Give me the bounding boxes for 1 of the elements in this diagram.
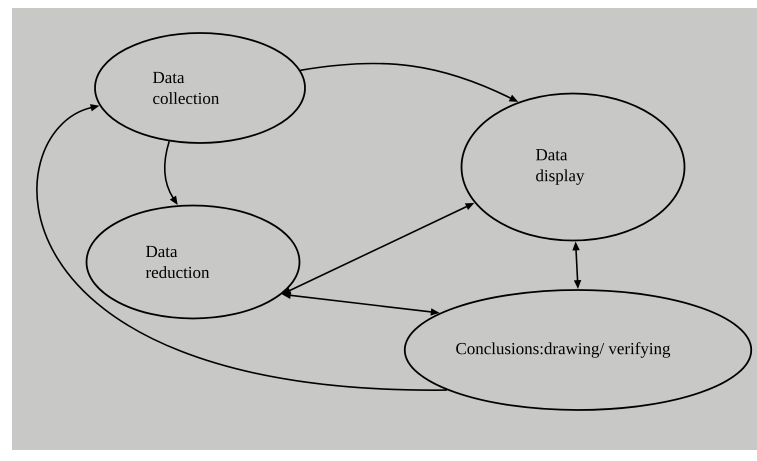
arrow <box>36 104 447 391</box>
